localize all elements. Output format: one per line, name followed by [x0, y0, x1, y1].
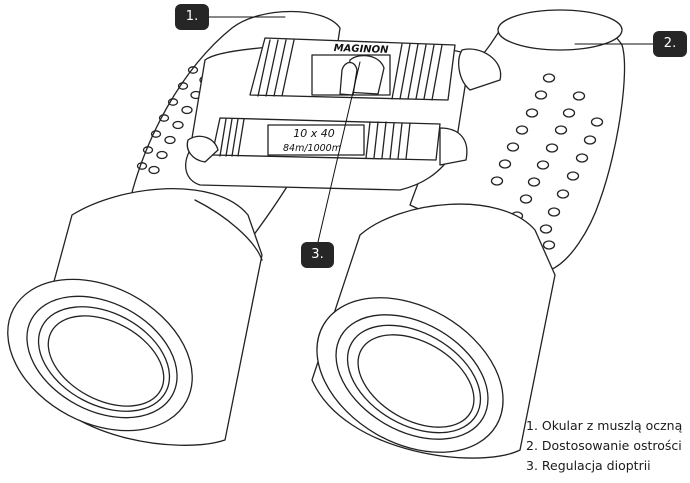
callout-2-badge: 2.: [653, 31, 687, 57]
callout-3-leader: [317, 61, 361, 243]
right-barrel-dots: [490, 73, 604, 250]
left-barrel-dots: [136, 60, 221, 175]
spec-magnification-label: 10 x 40: [293, 127, 335, 140]
right-objective-barrel: [311, 203, 556, 459]
legend-item-diopter: 3. Regulacja dioptrii: [526, 458, 651, 473]
brand-label: MAGINON: [333, 43, 389, 56]
legend-item-focus: 2. Dostosowanie ostrości: [526, 438, 682, 453]
callout-3-badge: 3.: [301, 242, 334, 268]
center-bridge: [185, 37, 502, 191]
left-objective-barrel: [7, 187, 263, 446]
legend-item-eyepiece: 1. Okular z muszlą oczną: [526, 418, 683, 433]
focus-wheel-ridges: [257, 39, 443, 101]
callout-1-badge: 1.: [175, 4, 209, 30]
parts-legend: 1. Okular z muszlą oczną 2. Dostosowanie…: [526, 416, 690, 476]
spec-field-label: 84m/1000m: [283, 143, 341, 154]
